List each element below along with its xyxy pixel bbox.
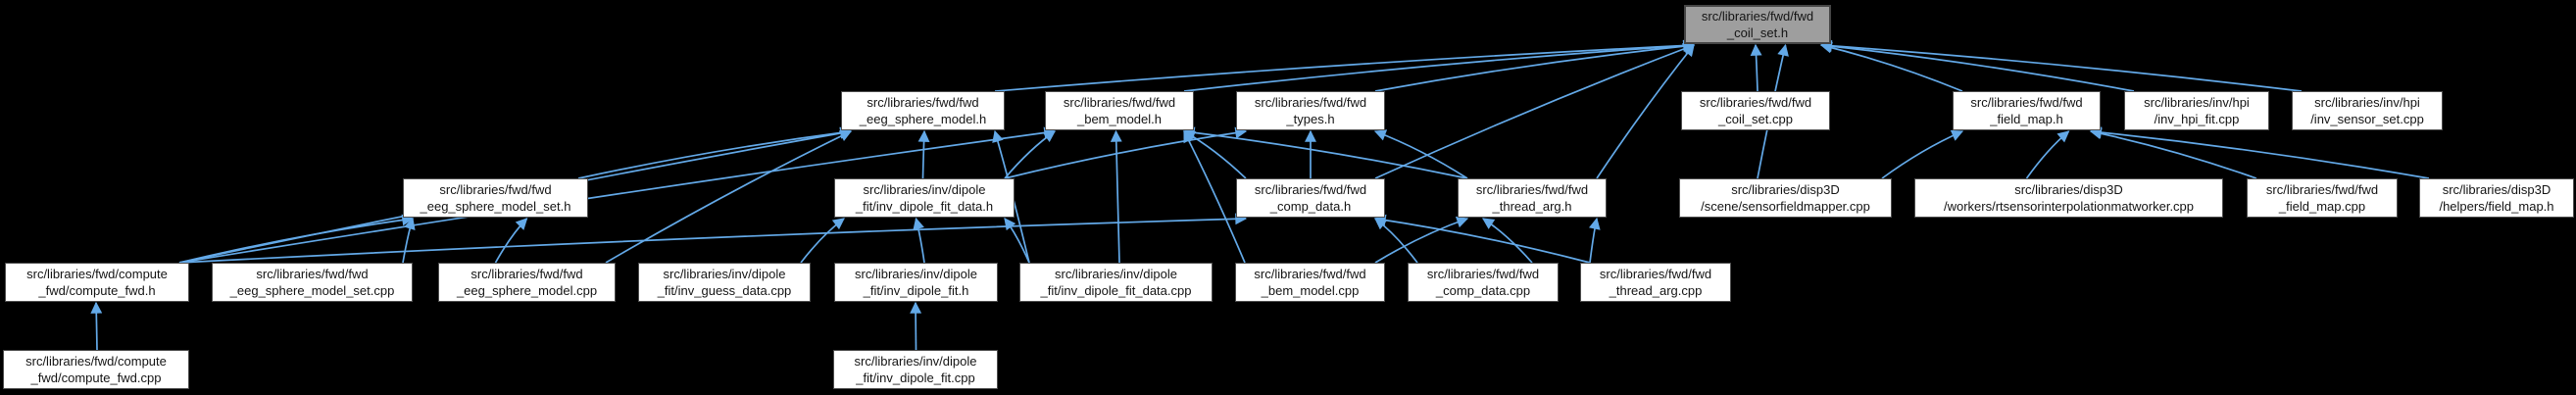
- include-edge-n11-n3: [1373, 129, 1468, 179]
- include-edge-n1-n0: [994, 39, 1696, 92]
- include-edge-n4-n0: [1750, 43, 1762, 92]
- graph-node-compute-fwd-h[interactable]: src/libraries/fwd/compute _fwd/compute_f…: [5, 263, 189, 302]
- graph-node-inv-dipole-fit-h[interactable]: src/libraries/inv/dipole _fit/inv_dipole…: [834, 263, 998, 302]
- include-edge-n3-n0: [1374, 40, 1696, 92]
- include-edge-n16-n10: [178, 213, 1248, 264]
- include-edge-n21-n2: [1110, 129, 1122, 264]
- include-edge-n22-n2: [1183, 129, 1246, 264]
- include-edge-n18-n1: [605, 130, 853, 264]
- graph-node-fwd-eeg-sphere-model-set-h[interactable]: src/libraries/fwd/fwd _eeg_sphere_model_…: [403, 178, 588, 218]
- include-edge-n25-n16: [90, 301, 103, 351]
- graph-node-inv-guess-data-cpp[interactable]: src/libraries/inv/dipole _fit/inv_guess_…: [638, 263, 811, 302]
- graph-node-fwd-bem-model-h[interactable]: src/libraries/fwd/fwd _bem_model.h: [1045, 91, 1194, 130]
- graph-node-sensorfieldmapper-cpp[interactable]: src/libraries/disp3D /scene/sensorfieldm…: [1679, 178, 1892, 218]
- graph-node-inv-dipole-fit-cpp[interactable]: src/libraries/inv/dipole _fit/inv_dipole…: [833, 350, 998, 389]
- include-edge-n9-n3: [1004, 126, 1248, 179]
- include-edge-n23-n11: [1482, 218, 1533, 264]
- include-edge-n11-n2: [1182, 126, 1468, 179]
- graph-node-fwd-eeg-sphere-model-cpp[interactable]: src/libraries/fwd/fwd _eeg_sphere_model.…: [438, 263, 616, 302]
- include-edge-n24-n11: [1588, 217, 1601, 264]
- include-edge-n11-n0: [1596, 44, 1695, 179]
- graph-node-inv-sensor-set-cpp[interactable]: src/libraries/inv/hpi /inv_sensor_set.cp…: [2292, 91, 2443, 130]
- graph-node-fwd-types-h[interactable]: src/libraries/fwd/fwd _types.h: [1236, 91, 1385, 130]
- graph-node-fwd-comp-data-cpp[interactable]: src/libraries/fwd/fwd _comp_data.cpp: [1408, 263, 1559, 302]
- graph-node-fwd-thread-arg-h[interactable]: src/libraries/fwd/fwd _thread_arg.h: [1458, 178, 1607, 218]
- graph-node-compute-fwd-cpp[interactable]: src/libraries/fwd/compute _fwd/compute_f…: [3, 350, 189, 389]
- include-edge-n24-n10: [1373, 214, 1591, 264]
- graph-node-disp3d-field-map-h[interactable]: src/libraries/disp3D /helpers/field_map.…: [2419, 178, 2574, 218]
- graph-node-fwd-field-map-h[interactable]: src/libraries/fwd/fwd _field_map.h: [1953, 91, 2101, 130]
- include-edge-n9-n1: [917, 129, 930, 179]
- graph-node-fwd-eeg-sphere-model-h[interactable]: src/libraries/fwd/fwd _eeg_sphere_model.…: [841, 91, 1005, 130]
- include-edge-n14-n5: [2089, 127, 2257, 179]
- include-edge-n6-n0: [1819, 40, 2135, 92]
- include-edge-n5-n0: [1819, 41, 1963, 92]
- graph-node-fwd-coil-set-h: src/libraries/fwd/fwd _coil_set.h: [1684, 5, 1831, 44]
- include-edge-n9-n2: [1004, 130, 1056, 179]
- graph-node-inv-dipole-fit-data-cpp[interactable]: src/libraries/inv/dipole _fit/inv_dipole…: [1019, 263, 1213, 302]
- include-edge-n16-n2: [178, 126, 1057, 264]
- graph-node-inv-dipole-fit-data-h[interactable]: src/libraries/inv/dipole _fit/inv_dipole…: [834, 178, 1015, 218]
- include-edge-n2-n0: [1183, 39, 1696, 92]
- include-edge-n10-n0: [1374, 43, 1696, 179]
- include-edge-n15-n5: [2089, 126, 2430, 179]
- include-edge-n16-n8: [178, 214, 415, 264]
- include-edge-n22-n11: [1374, 216, 1469, 264]
- include-edge-n21-n9: [1004, 218, 1030, 264]
- graph-node-fwd-field-map-cpp[interactable]: src/libraries/fwd/fwd _field_map.cpp: [2247, 178, 2398, 218]
- graph-node-inv-hpi-fit-cpp[interactable]: src/libraries/inv/hpi /inv_hpi_fit.cpp: [2124, 91, 2269, 130]
- graph-node-fwd-comp-data-h[interactable]: src/libraries/fwd/fwd _comp_data.h: [1236, 178, 1385, 218]
- graph-node-fwd-eeg-sphere-model-set-cpp[interactable]: src/libraries/fwd/fwd _eeg_sphere_model_…: [212, 263, 413, 302]
- graph-node-fwd-bem-model-cpp[interactable]: src/libraries/fwd/fwd _bem_model.cpp: [1235, 263, 1385, 302]
- include-edge-n18-n8: [494, 218, 528, 264]
- include-edge-n13-n5: [2025, 130, 2070, 179]
- include-edge-n7-n0: [1819, 39, 2303, 92]
- graph-node-fwd-thread-arg-cpp[interactable]: src/libraries/fwd/fwd _thread_arg.cpp: [1580, 263, 1731, 302]
- include-edge-n17-n8: [402, 217, 416, 264]
- include-edge-n12-n5: [1881, 129, 1964, 179]
- include-edge-n23-n10: [1374, 218, 1418, 264]
- include-edge-n20-n9: [913, 217, 925, 264]
- graph-node-fwd-coil-set-cpp[interactable]: src/libraries/fwd/fwd _coil_set.cpp: [1681, 91, 1830, 130]
- graph-node-rtsensorinterpolationmatworker-cpp[interactable]: src/libraries/disp3D /workers/rtsensorin…: [1914, 178, 2223, 218]
- include-edge-n8-n1: [577, 126, 853, 179]
- include-edge-n19-n9: [800, 218, 845, 264]
